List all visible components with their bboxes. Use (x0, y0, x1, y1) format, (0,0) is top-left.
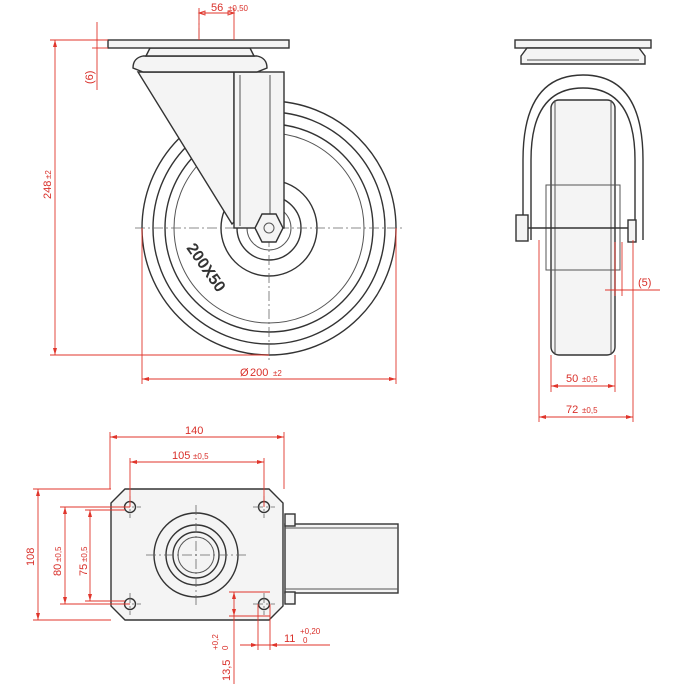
axle-end (263, 222, 275, 234)
dim-plate-depth: 108 (25, 548, 37, 566)
top-fork-body (284, 523, 399, 594)
dim-top-width-tol: ±0,50 (228, 4, 249, 13)
front-view: 200X50 (107, 10, 402, 362)
top-fork-tab-upper (284, 513, 296, 527)
dim-hole-large-tol-upper: +0,2 (211, 634, 220, 650)
dim-plate-thickness: (6) (84, 71, 96, 84)
dim-hole-spacing-y-inner: 75 (78, 564, 90, 576)
dim-plate-width: 140 (185, 425, 203, 437)
dim-wheel-width-tol: ±0,5 (582, 375, 598, 384)
dim-hole-small-tol-upper: +0,20 (300, 627, 321, 636)
mounting-plate (110, 488, 284, 621)
side-axle-right (627, 219, 637, 243)
top-view (110, 488, 399, 621)
dim-wheel-diameter-tol: ±2 (273, 369, 282, 378)
side-swivel-head (520, 47, 646, 65)
swivel-collar (144, 47, 256, 57)
dim-side-offset: (5) (638, 277, 651, 289)
side-view (514, 39, 652, 356)
dim-hole-spacing-y-outer-tol: ±0,5 (54, 546, 63, 562)
top-dimensions: 140 105 ±0,5 108 80 ±0,5 75 ±0,5 (25, 425, 330, 684)
dim-fork-width: 72 (566, 404, 578, 416)
fork-plate-front (233, 71, 285, 229)
axle-nut (254, 213, 284, 243)
dim-hole-spacing-x-tol: ±0,5 (193, 452, 209, 461)
dim-hole-spacing-y-inner-tol: ±0,5 (80, 546, 89, 562)
top-fork-tab-lower (284, 591, 296, 605)
fork-leg (136, 71, 235, 226)
dim-overall-height-tol: ±2 (44, 170, 53, 179)
dim-hole-spacing-y-outer: 80 (52, 564, 64, 576)
side-axle-left (515, 214, 529, 242)
dim-hole-spacing-x: 105 (172, 450, 190, 462)
swivel-head (132, 55, 268, 73)
dim-top-width: 56 (211, 2, 223, 14)
top-plate (107, 39, 290, 49)
dim-hole-small-tol-lower: 0 (303, 636, 308, 645)
dim-wheel-diameter-symbol: Ø (240, 367, 249, 379)
dim-hole-large-tol-lower: 0 (221, 645, 230, 650)
dim-wheel-width: 50 (566, 373, 578, 385)
dim-hole-large: 13,5 (221, 660, 233, 681)
dim-fork-width-tol: ±0,5 (582, 406, 598, 415)
dim-overall-height: 248 (42, 181, 54, 199)
side-fork-outer (522, 74, 644, 240)
dim-wheel-diameter: 200 (250, 367, 268, 379)
side-dimensions: (5) 50 ±0,5 72 ±0,5 (538, 240, 660, 422)
side-fork-inner (530, 87, 636, 240)
side-top-plate (514, 39, 652, 49)
front-dimensions: 56 ±0,50 (6) 248 ±2 Ø 200 ±2 (42, 2, 397, 384)
wheel-marking: 200X50 (183, 241, 229, 296)
dim-hole-small: 11 (284, 633, 295, 645)
